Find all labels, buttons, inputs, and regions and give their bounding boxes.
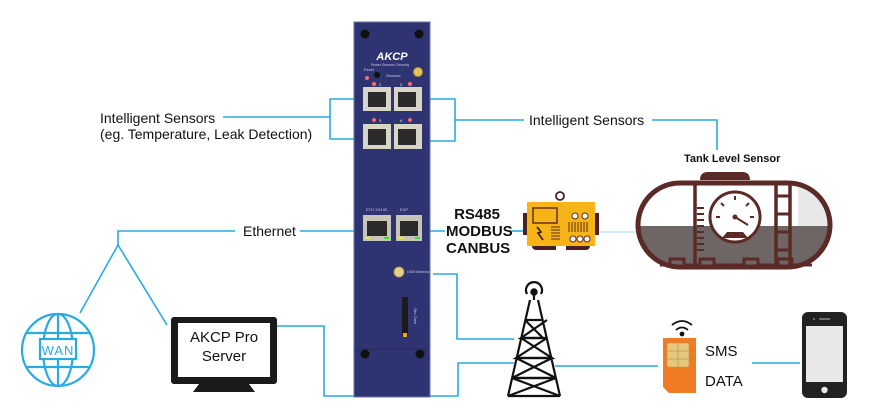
bracket-left-sensors [329,98,362,140]
bus-modbus: MODBUS [446,223,513,240]
left-sensors-line2: (eg. Temperature, Leak Detection) [100,126,313,142]
sensor-port-2[interactable]: 2 [394,82,422,111]
sim-eject-icon [403,333,407,337]
wifi-icon [671,320,693,337]
sensors-label: Sensors [386,73,401,78]
generator-icon[interactable] [523,191,599,250]
status-led [365,76,369,80]
antenna-connector-icon [413,67,423,77]
reset-button[interactable] [374,72,380,78]
cell-tower-icon[interactable] [506,281,562,398]
monitor-icon[interactable]: AKCP Pro Server [171,317,277,392]
akcp-device[interactable]: AKCP Power Sensors Security Reset Sensor… [353,21,431,398]
right-sensors-label: Intelligent Sensors [525,112,649,128]
gsm-label: GSM Antenna [407,270,429,274]
port-number: 2 [400,82,403,87]
exp-label: EXP [400,207,408,212]
mount-hole-icon [415,349,425,359]
reset-label: Reset [364,68,375,72]
tank-icon[interactable] [630,172,840,276]
port-led [372,118,376,122]
bus-canbus: CANBUS [446,240,511,257]
eth-label: ETH 10/100 [366,207,388,212]
sensor-port-3[interactable]: 3 [363,118,391,149]
smartphone-icon[interactable] [802,312,847,398]
left-sensors-line1: Intelligent Sensors [100,110,219,126]
sim-label: Sim Card [413,308,417,324]
tank-level-sensor-label: Tank Level Sensor [684,153,781,165]
server-label-line2: Server [202,348,246,365]
sim-card-icon[interactable] [663,320,696,393]
line-to-tank [652,119,718,150]
sim-slot[interactable] [402,297,408,337]
wan-label: WAN [42,343,75,358]
sensor-port-4[interactable]: 4 [394,118,422,149]
sensor-port-1[interactable]: 1 [363,82,391,111]
port-number: 1 [379,82,382,87]
gsm-antenna-connector-icon[interactable] [393,266,405,278]
port-number: 4 [400,118,403,123]
line-ethernet-left [117,230,235,245]
line-to-server [117,244,168,326]
exp-port[interactable] [396,215,422,241]
bus-rs485: RS485 [454,206,500,223]
device-brand: AKCP [375,51,408,63]
ethernet-port[interactable] [363,215,391,241]
port-socket [398,129,416,145]
left-sensors-label: Intelligent Sensors (eg. Temperature, Le… [100,110,312,142]
port-socket [368,129,386,145]
mount-hole-icon [360,29,370,39]
sms-label: SMS [705,343,738,360]
device-body [353,21,431,398]
port-socket [368,92,386,107]
port-number: 3 [379,118,382,123]
line-gsm-to-tower [433,273,514,340]
port-led [408,82,412,86]
mount-hole-icon [414,29,424,39]
device-tagline: Power Sensors Security [371,63,410,67]
port-led [372,82,376,86]
bus-protocols-label: RS485 MODBUS CANBUS [446,206,513,257]
line-to-wan [79,244,119,314]
port-socket [398,92,416,107]
ethernet-label: Ethernet [240,223,299,239]
port-led [408,118,412,122]
mount-hole-icon [360,349,370,359]
server-label-line1: AKCP Pro [190,329,258,346]
globe-icon[interactable]: WAN [20,312,96,388]
data-label: DATA [705,373,743,390]
